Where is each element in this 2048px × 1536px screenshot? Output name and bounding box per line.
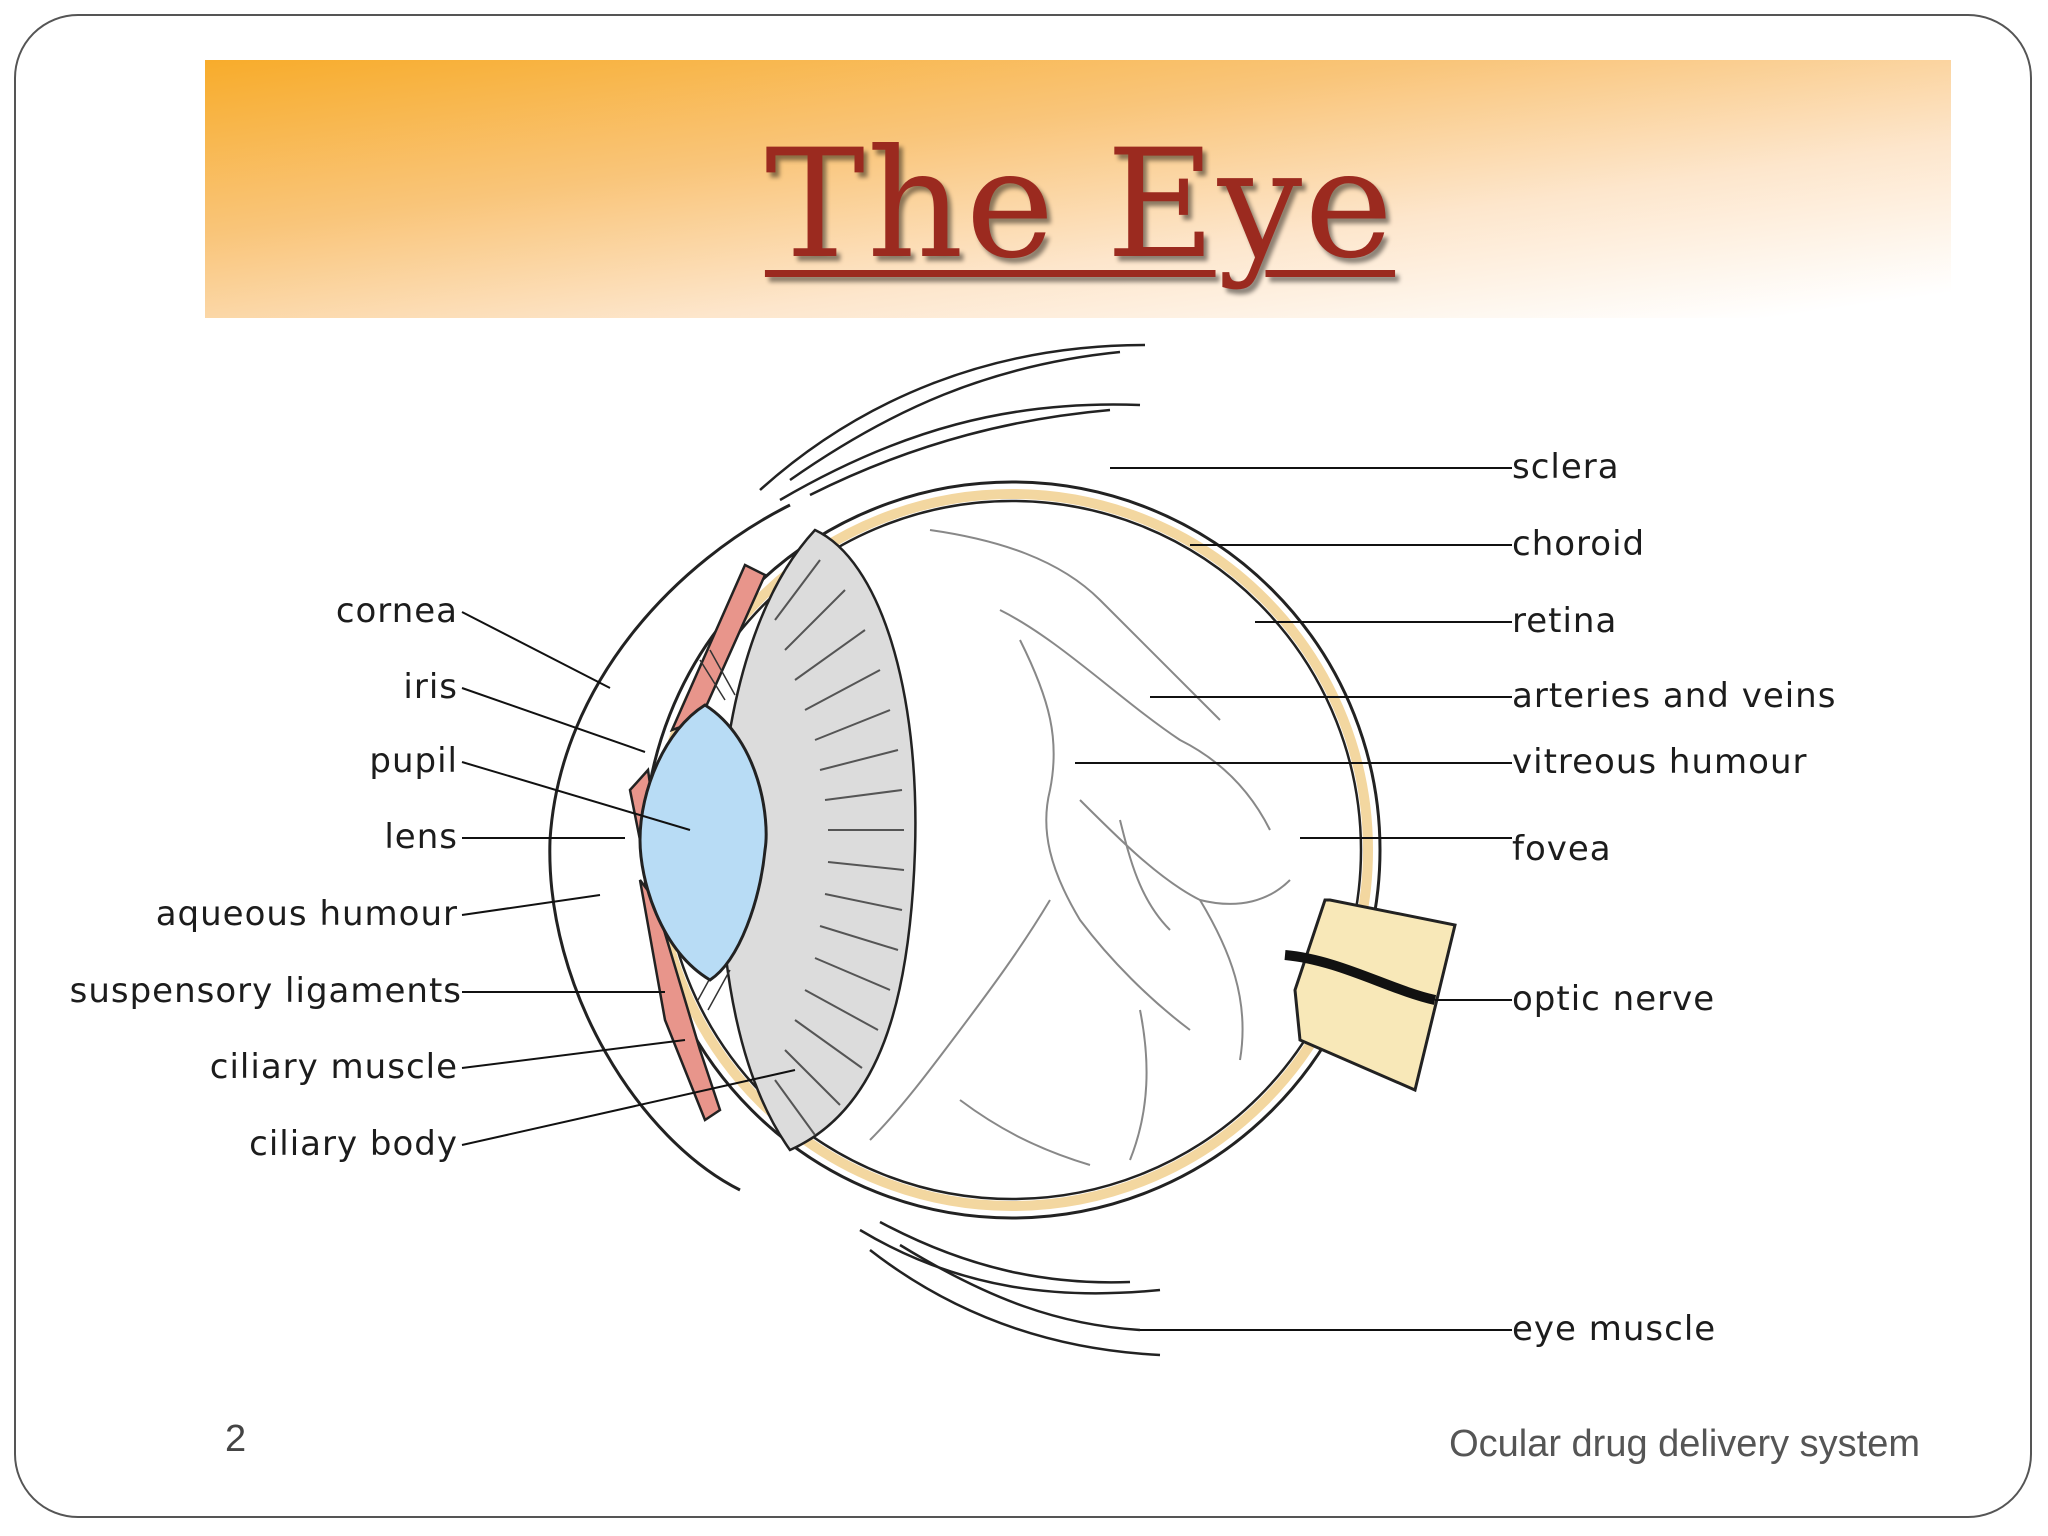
label-choroid: choroid xyxy=(1512,524,1645,564)
label-fovea: fovea xyxy=(1512,829,1612,869)
label-suspensory-ligaments: suspensory ligaments xyxy=(70,971,462,1011)
label-cornea: cornea xyxy=(336,591,458,631)
lower-eye-muscle xyxy=(859,1220,1161,1357)
upper-eye-muscle xyxy=(759,343,1146,502)
optic-nerve-shape xyxy=(1284,898,1457,1093)
footer-text: Ocular drug delivery system xyxy=(1449,1423,1920,1465)
label-ciliary-muscle: ciliary muscle xyxy=(210,1047,458,1087)
label-optic-nerve: optic nerve xyxy=(1512,979,1715,1019)
label-lens: lens xyxy=(384,817,458,857)
leader-lines-left xyxy=(461,611,796,1146)
ciliary-fibers xyxy=(774,559,905,1136)
label-arteries-and-veins: arteries and veins xyxy=(1512,676,1836,716)
leader-lines-right xyxy=(1075,467,1512,1331)
slide-title: The Eye xyxy=(764,118,1396,292)
label-ciliary-body: ciliary body xyxy=(249,1124,458,1164)
label-vitreous-humour: vitreous humour xyxy=(1512,742,1807,782)
title-band xyxy=(205,60,1951,318)
cornea-outline xyxy=(548,503,791,1192)
lens-shape xyxy=(638,703,768,982)
label-sclera: sclera xyxy=(1512,447,1620,487)
label-eye-muscle: eye muscle xyxy=(1512,1309,1716,1349)
label-pupil: pupil xyxy=(369,741,458,781)
slide-number: 2 xyxy=(225,1418,247,1460)
label-iris: iris xyxy=(403,667,458,707)
label-retina: retina xyxy=(1512,601,1617,641)
ligaments xyxy=(697,649,736,1011)
label-aqueous-humour: aqueous humour xyxy=(156,894,458,934)
blood-vessels xyxy=(869,529,1291,1166)
